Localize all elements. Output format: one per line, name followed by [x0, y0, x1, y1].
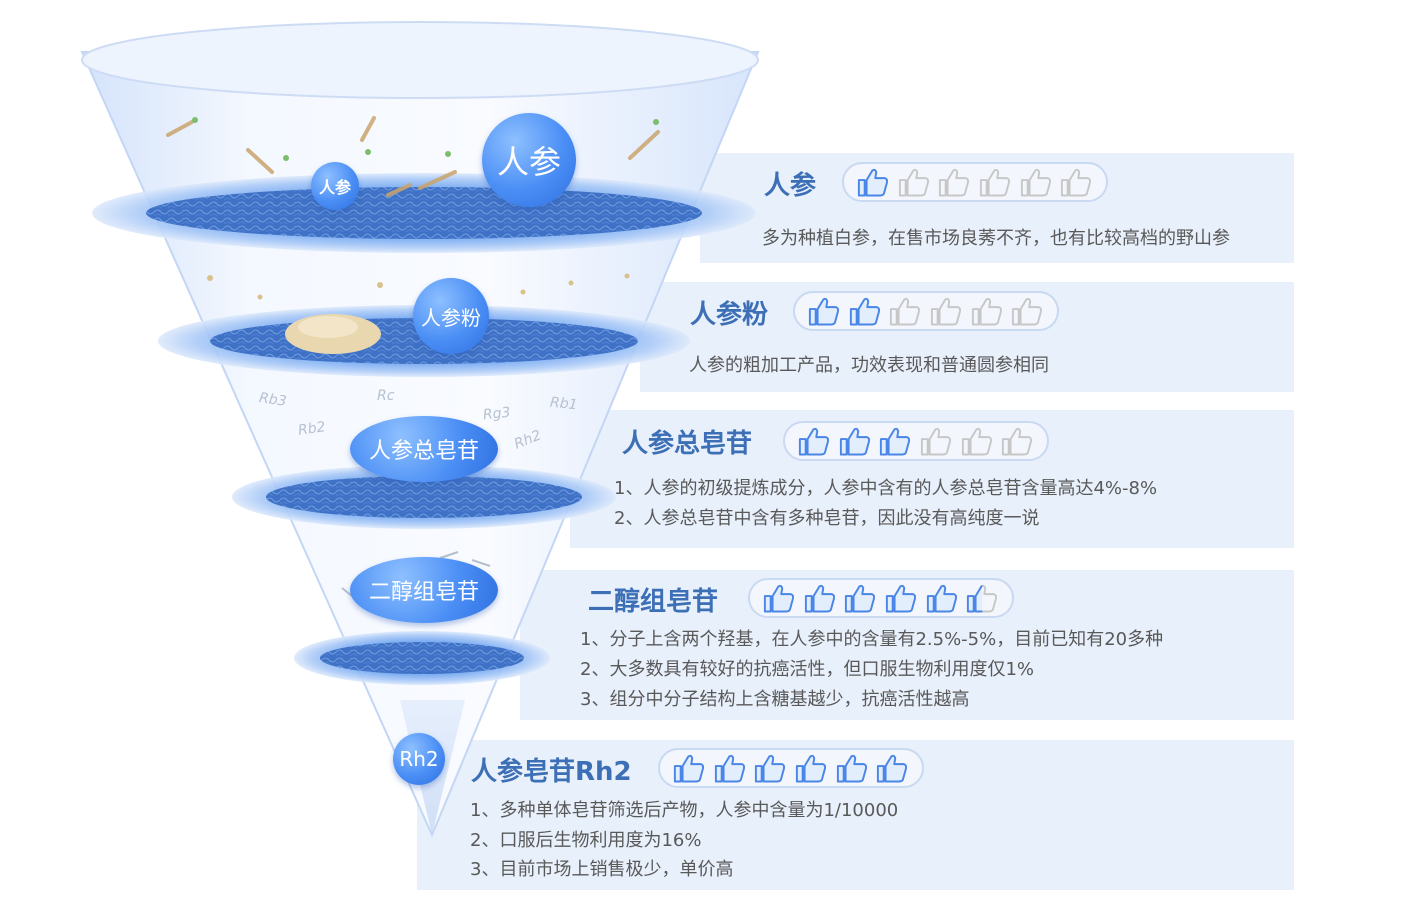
rating-bar	[793, 291, 1059, 331]
thumbs-up-inactive-icon	[939, 168, 970, 197]
funnel-bubble-rh2: Rh2	[393, 733, 445, 785]
thumbs-up-active-icon	[804, 584, 835, 613]
funnel-bubble-small: 人参	[311, 162, 359, 210]
row-line: 2、大多数具有较好的抗癌活性，但口服生物利用度仅1%	[580, 659, 1035, 680]
rating-bar	[658, 748, 924, 788]
filter-layer-3	[266, 476, 582, 518]
funnel-rim	[81, 21, 759, 99]
thumbs-up-active-icon	[926, 584, 957, 613]
thumbs-up-active-icon	[836, 754, 867, 783]
thumbs-up-active-icon	[795, 754, 827, 783]
thumbs-up-inactive-icon	[930, 297, 962, 326]
filter-layer-1	[146, 187, 702, 239]
thumbs-up-inactive-icon	[920, 427, 952, 456]
saponin-label: Rb1	[549, 394, 579, 414]
thumbs-up-inactive-icon	[961, 427, 992, 456]
funnel-bubble-diol-saponin: 二醇组皂苷	[350, 557, 498, 623]
row-title: 人参粉	[690, 300, 769, 330]
funnel-bubble-total-saponin: 人参总皂苷	[350, 416, 498, 482]
thumbs-up-inactive-icon	[1020, 168, 1051, 197]
rating-bar	[748, 578, 1014, 618]
thumbs-up-inactive-icon	[971, 297, 1002, 326]
row-line: 2、口服后生物利用度为16%	[470, 830, 702, 851]
thumbs-up-active-icon	[885, 584, 917, 613]
row-line: 多为种植白参，在售市场良莠不齐，也有比较高档的野山参	[762, 228, 1230, 249]
row-line: 3、组分中分子结构上含糖基越少，抗癌活性越高	[580, 689, 970, 710]
funnel-bubble-large: 人参	[482, 113, 576, 207]
thumbs-up-active-icon	[880, 427, 911, 456]
thumbs-up-active-icon	[849, 297, 880, 326]
thumbs-up-active-icon	[845, 584, 876, 613]
filter-layer-4	[320, 642, 524, 674]
thumbs-up-inactive-icon	[1061, 168, 1092, 197]
thumbs-up-active-icon	[714, 754, 745, 783]
thumbs-up-inactive-icon	[1002, 427, 1033, 456]
thumbs-up-active-icon	[755, 754, 786, 783]
thumbs-up-active-icon	[808, 297, 840, 326]
rating-bar	[842, 162, 1108, 202]
thumbs-up-active-icon	[763, 584, 795, 613]
thumbs-up-active-icon	[857, 168, 889, 197]
thumbs-up-active-icon	[798, 427, 830, 456]
thumbs-up-active-icon	[967, 584, 998, 613]
thumbs-up-inactive-icon	[898, 168, 929, 197]
row-line: 人参的粗加工产品，功效表现和普通圆参相同	[689, 355, 1049, 376]
funnel-bubble-powder: 人参粉	[413, 278, 489, 354]
thumbs-up-active-icon	[673, 754, 705, 783]
saponin-label: Rg3	[482, 404, 512, 424]
rating-bar	[783, 421, 1049, 461]
row-title: 人参	[764, 171, 817, 201]
thumbs-up-inactive-icon	[979, 168, 1011, 197]
thumbs-up-inactive-icon	[1012, 297, 1043, 326]
thumbs-up-active-icon	[839, 427, 870, 456]
row-line: 1、分子上含两个羟基，在人参中的含量有2.5%-5%，目前已知有20多种	[580, 629, 1164, 650]
row-title: 二醇组皂苷	[588, 587, 719, 617]
row-title: 人参总皂苷	[622, 429, 753, 459]
row-line: 1、多种单体皂苷筛选后产物，人参中含量为1/10000	[470, 800, 899, 821]
row-line: 3、目前市场上销售极少，单价高	[470, 859, 734, 880]
row-line: 1、人参的初级提炼成分，人参中含有的人参总皂苷含量高达4%-8%	[614, 478, 1158, 499]
ginseng-root-icons	[166, 116, 660, 197]
thumbs-up-active-icon	[877, 754, 908, 783]
row-line: 2、人参总皂苷中含有多种皂苷，因此没有高纯度一说	[614, 508, 1040, 529]
saponin-label: Rc	[377, 388, 395, 404]
thumbs-up-inactive-icon	[890, 297, 921, 326]
row-title: 人参皂苷Rh2	[471, 757, 632, 787]
